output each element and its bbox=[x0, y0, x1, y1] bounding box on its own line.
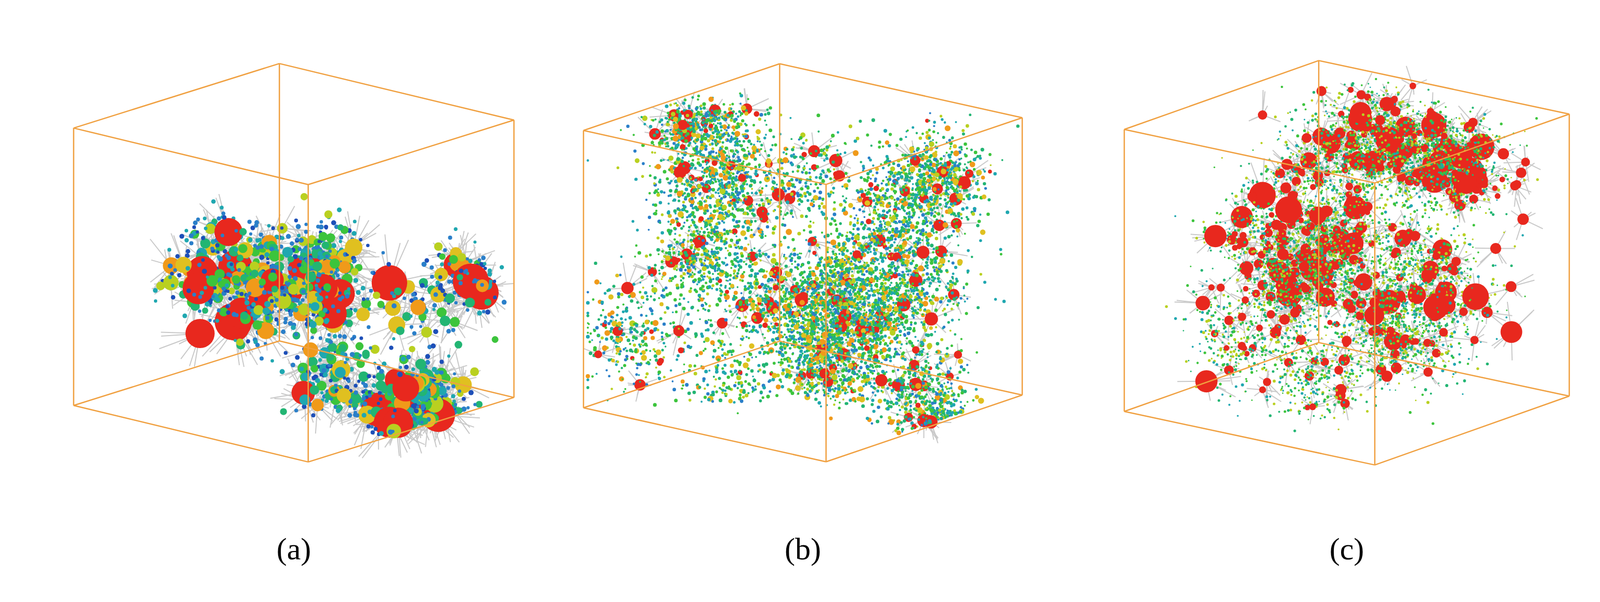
network-cubes bbox=[0, 0, 1600, 602]
